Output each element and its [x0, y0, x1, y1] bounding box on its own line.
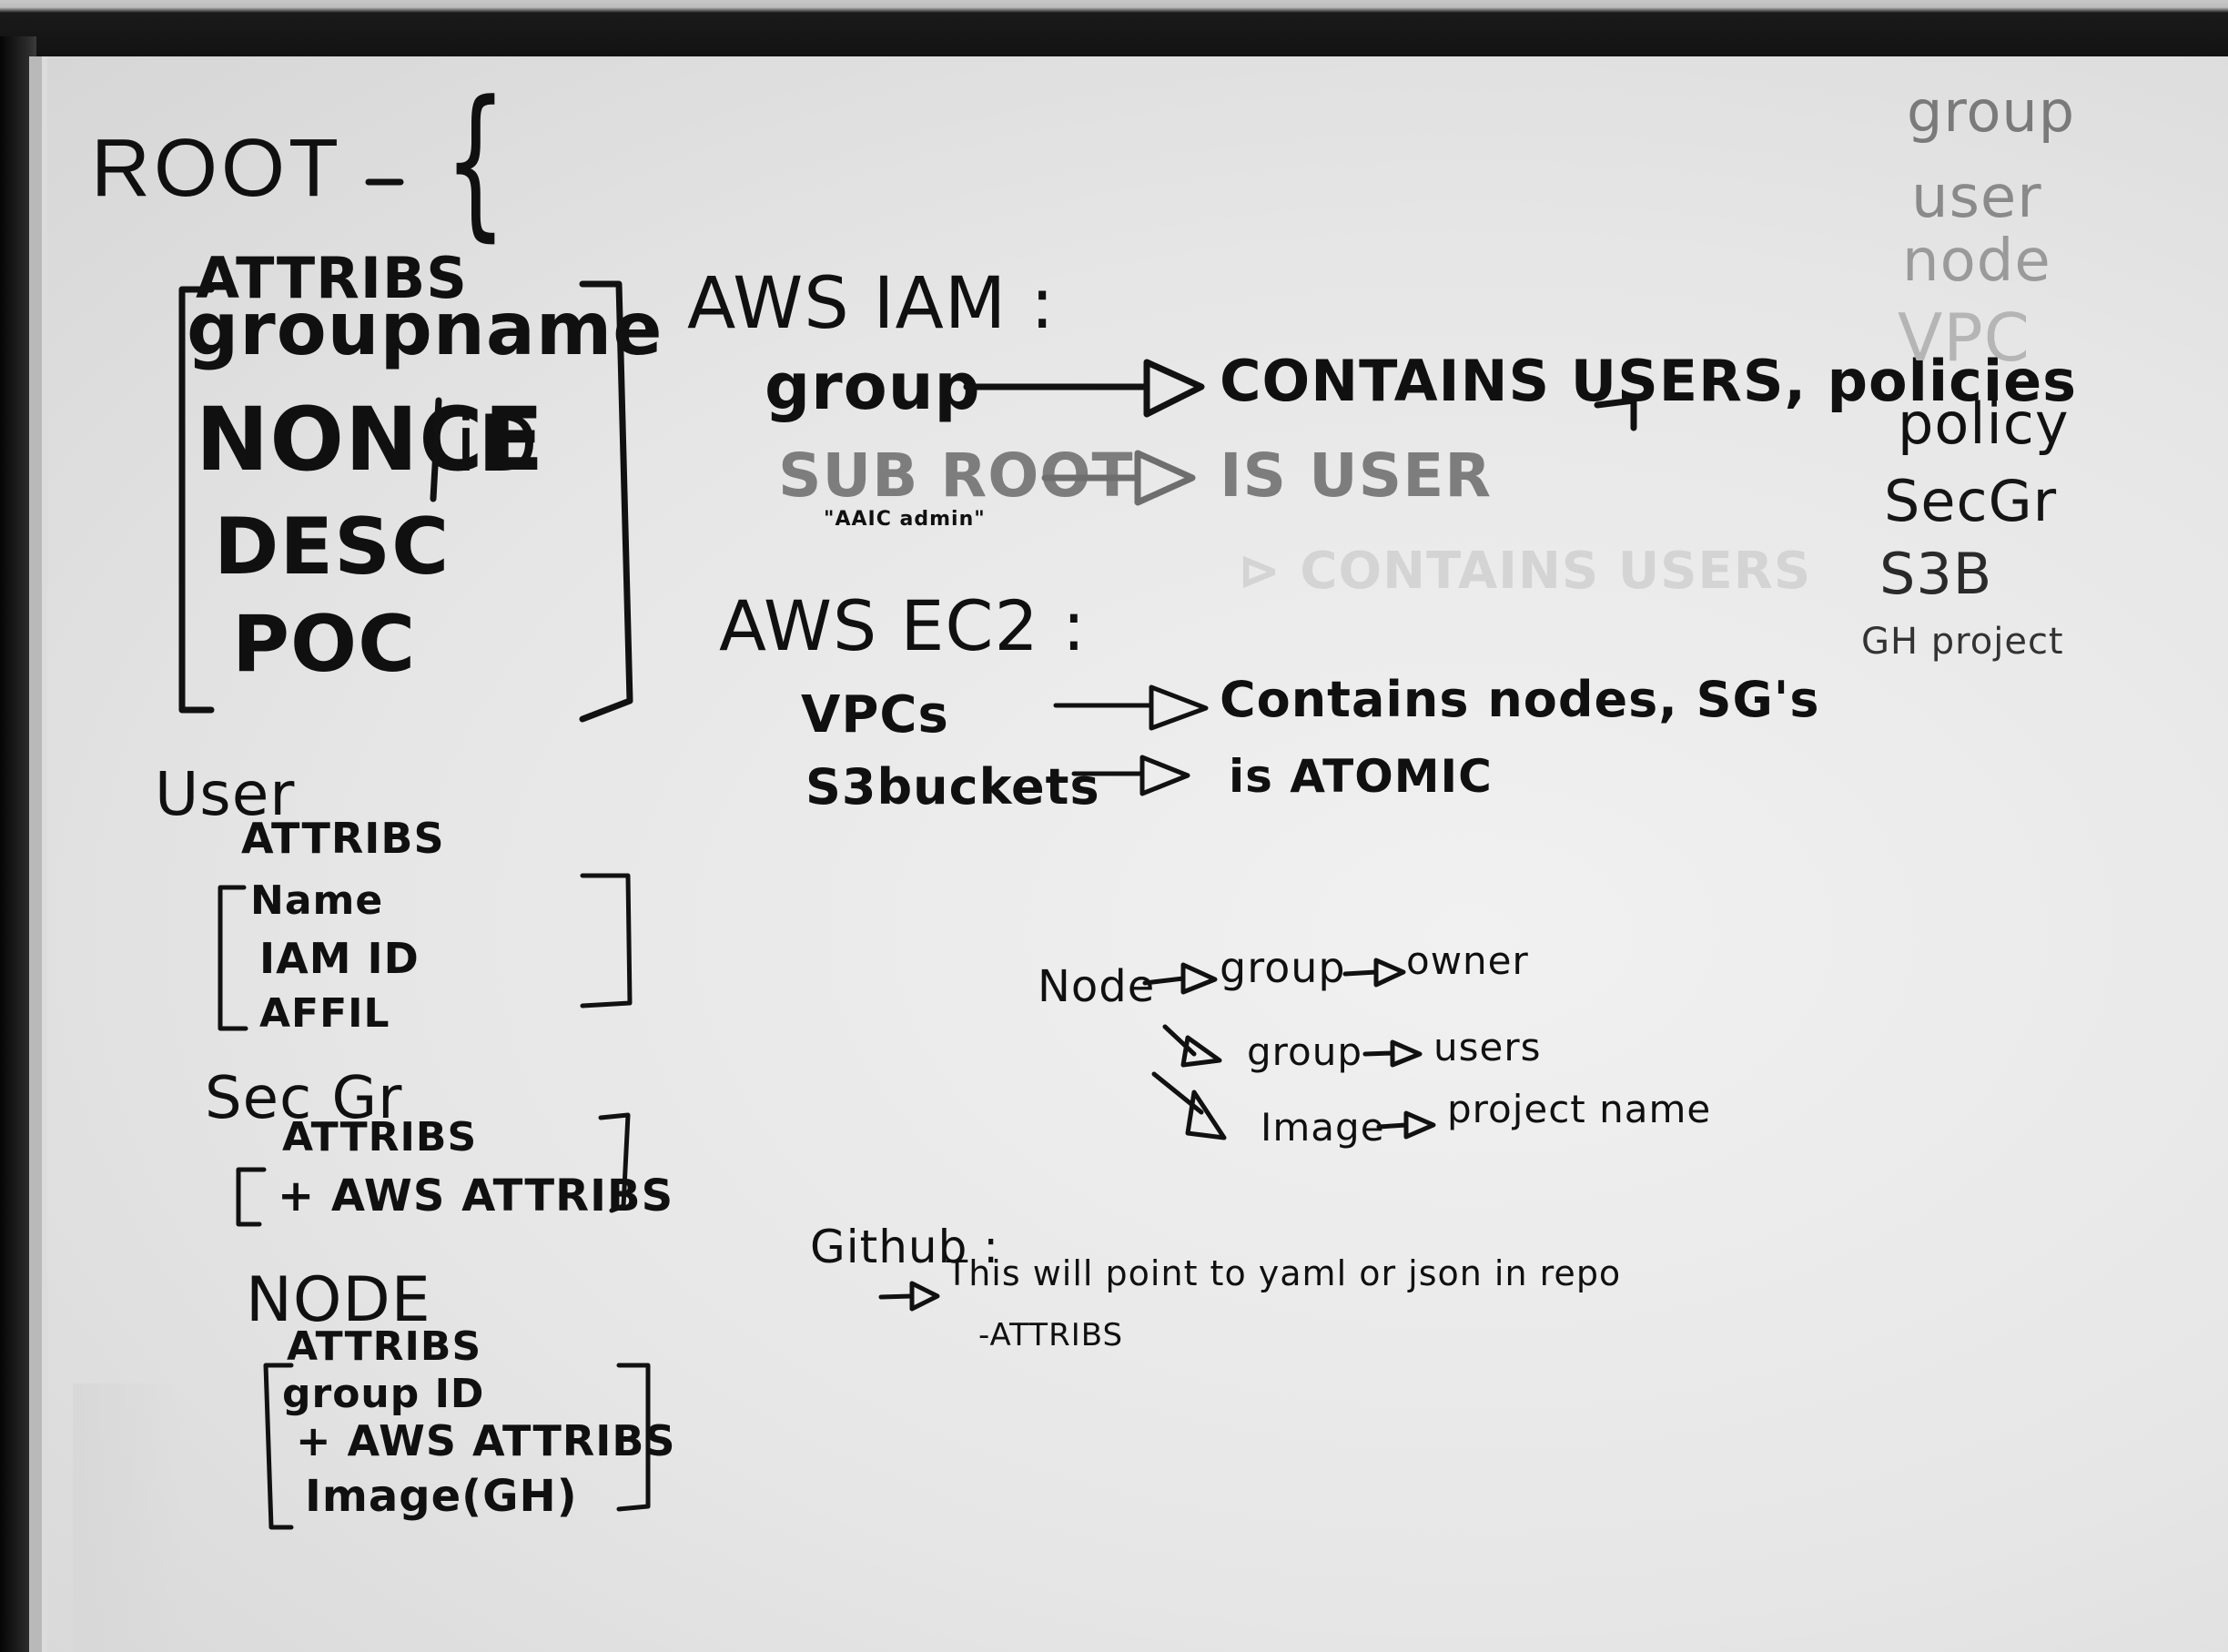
root-id-label: iD	[455, 399, 540, 490]
root-groupname-label: groupname	[187, 287, 663, 371]
aws-ec2-vpcs-arrowhead	[1149, 684, 1209, 731]
root-nonce-label: NONCE	[196, 389, 545, 491]
legend-item-s3b: S3B	[1879, 541, 1993, 607]
secgr-left-bracket	[236, 1167, 267, 1227]
legend-item-node: node	[1902, 228, 2051, 295]
user-name-label: Name	[250, 877, 384, 924]
root-poc-label: POC	[232, 599, 417, 690]
whiteboard-surface	[29, 56, 2228, 1652]
user-right-bracket	[580, 873, 633, 1008]
hierarchy-image-project-arrow	[1376, 1110, 1436, 1140]
aws-iam-group-label: group	[765, 350, 981, 424]
user-affil-label: AFFIL	[259, 990, 390, 1037]
root-desc-label: DESC	[214, 502, 451, 593]
aws-iam-subroot-note: "AAIC admin"	[824, 508, 986, 531]
legend-item-user: user	[1911, 164, 2042, 231]
node-group-id-label: group ID	[282, 1371, 485, 1417]
legend-item-gh-project: GH project	[1861, 621, 2064, 663]
aws-iam-group-desc: CONTAINS USERS, policies	[1220, 348, 2078, 414]
legend-item-policy: policy	[1898, 390, 2070, 457]
hierarchy-node-label: Node	[1038, 961, 1156, 1012]
aws-iam-group-arrowhead	[1143, 359, 1205, 418]
hierarchy-group2-users-arrow	[1362, 1039, 1423, 1068]
node-left-bracket	[263, 1363, 294, 1530]
github-arrow	[878, 1281, 940, 1312]
hierarchy-owner-label: owner	[1406, 938, 1529, 983]
aws-ec2-vpcs-label: VPCs	[801, 685, 949, 745]
root-box-right-bracket	[579, 280, 633, 723]
hierarchy-users-label: users	[1433, 1025, 1542, 1069]
aws-ec2-s3-label: S3buckets	[805, 758, 1100, 816]
root-brace: {	[444, 66, 508, 257]
github-description: This will point to yaml or json in repo	[947, 1253, 1622, 1293]
node-right-bracket	[616, 1363, 651, 1512]
root-attribs-label: ATTRIBS	[196, 245, 468, 311]
node-attribs-label: ATTRIBS	[287, 1323, 482, 1370]
github-attribs-label: -ATTRIBS	[978, 1317, 1124, 1353]
hierarchy-group2-label: group	[1247, 1029, 1362, 1074]
legend-item-vpc: VPC	[1898, 299, 2031, 376]
root-title: ROOT	[91, 123, 342, 214]
secgr-right-bracket	[598, 1112, 631, 1213]
whiteboard-top-frame	[0, 0, 2228, 64]
aws-iam-subroot-arrowhead	[1134, 450, 1196, 506]
node-title: NODE	[246, 1264, 431, 1336]
hierarchy-project-label: project name	[1447, 1087, 1712, 1131]
github-title: Github :	[810, 1221, 1000, 1273]
secgr-attribs-label: ATTRIBS	[282, 1114, 478, 1160]
erased-marker-residue: ⊳ CONTAINS USERS	[1238, 542, 1812, 601]
user-left-bracket	[218, 885, 248, 1031]
secgr-aws-attribs-label: + AWS ATTRIBS	[278, 1171, 674, 1221]
root-id-divider	[430, 397, 442, 502]
aws-ec2-vpcs-desc: Contains nodes, SG's	[1220, 671, 1820, 728]
root-box-left-bracket	[178, 286, 215, 714]
secgr-title: Sec Gr	[205, 1065, 403, 1132]
user-iam-id-label: IAM ID	[259, 934, 420, 983]
legend-item-group: group	[1907, 78, 2076, 145]
hierarchy-node-group2-arrow	[1162, 1024, 1222, 1068]
aws-ec2-title: AWS EC2 :	[719, 585, 1087, 666]
hierarchy-node-image-arrow	[1151, 1071, 1227, 1140]
aws-iam-policies-comma	[1594, 397, 1637, 431]
aws-iam-title: AWS IAM :	[687, 263, 1056, 345]
hierarchy-group-owner-arrow	[1342, 958, 1406, 988]
node-image-label: Image(GH)	[305, 1471, 578, 1522]
hierarchy-node-group-arrow	[1142, 962, 1218, 995]
aws-ec2-s3-arrowhead	[1139, 755, 1190, 796]
aws-ec2-s3-desc: is ATOMIC	[1229, 750, 1493, 803]
hierarchy-image-label: Image	[1261, 1105, 1385, 1150]
hierarchy-group-label: group	[1220, 943, 1346, 992]
user-attribs-label: ATTRIBS	[241, 814, 445, 863]
whiteboard-lower-edge-glare	[73, 1383, 182, 1652]
user-title: User	[155, 759, 296, 829]
legend-item-secgr: SecGr	[1884, 468, 2058, 534]
node-aws-attribs-label: + AWS ATTRIBS	[296, 1416, 676, 1465]
aws-iam-subroot-desc: IS USER	[1220, 441, 1493, 511]
